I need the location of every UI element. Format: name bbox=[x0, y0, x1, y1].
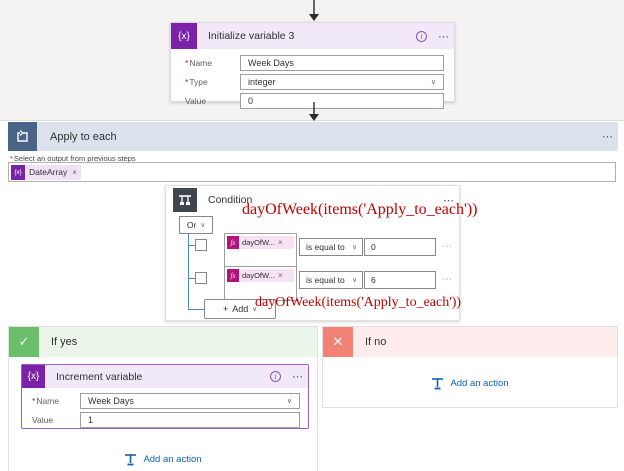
chevron-down-icon: ∨ bbox=[352, 277, 357, 284]
remove-token-icon[interactable]: × bbox=[277, 271, 283, 280]
value-input[interactable]: 1 bbox=[80, 412, 300, 428]
name-label: *Name bbox=[185, 58, 212, 68]
increment-variable-header[interactable]: {x} Increment variable i ⋯ bbox=[22, 365, 308, 388]
fx-icon: fx bbox=[227, 269, 239, 282]
chevron-down-icon: ∨ bbox=[252, 306, 258, 313]
check-icon: ✓ bbox=[9, 327, 39, 357]
initialize-variable-header[interactable]: {x} Initialize variable 3 i ⋯ bbox=[171, 23, 454, 49]
apply-to-each-header[interactable]: Apply to each ⋯ bbox=[8, 122, 618, 151]
condition-row-checkbox[interactable] bbox=[195, 239, 207, 251]
connector-arrow-down-icon bbox=[309, 0, 319, 21]
operator-select[interactable]: is equal to∨ bbox=[299, 238, 363, 256]
condition-row-operand-box[interactable]: fx dayOfW... × bbox=[224, 266, 297, 301]
select-output-label: *Select an output from previous steps bbox=[10, 154, 136, 163]
tree-stub bbox=[188, 278, 195, 279]
add-action-icon bbox=[432, 378, 444, 390]
info-icon[interactable]: i bbox=[416, 30, 427, 42]
remove-token-icon[interactable]: × bbox=[277, 238, 283, 247]
if-yes-branch: ✓ If yes {x} Increment variable i ⋯ *Nam… bbox=[8, 326, 318, 471]
name-input[interactable]: Week Days bbox=[240, 55, 444, 71]
variable-icon: {x} bbox=[22, 365, 45, 388]
condition-card[interactable]: Condition ⋯ Or∨ fx dayOfW... × is equal … bbox=[165, 185, 460, 321]
menu-ellipsis-icon[interactable]: ⋯ bbox=[443, 194, 455, 207]
card-title: Initialize variable 3 bbox=[208, 30, 295, 42]
value-field-row: Value 1 bbox=[32, 412, 300, 428]
condition-row-operand-box[interactable]: fx dayOfW... × bbox=[224, 233, 297, 268]
card-title: Condition bbox=[208, 194, 253, 206]
comparison-value-input[interactable]: 6 bbox=[364, 271, 436, 289]
condition-row-checkbox[interactable] bbox=[195, 272, 207, 284]
token-label: dayOfW... bbox=[242, 238, 275, 247]
value-field-row: Value 0 bbox=[185, 93, 444, 109]
menu-ellipsis-icon[interactable]: ⋯ bbox=[602, 131, 614, 143]
increment-variable-card[interactable]: {x} Increment variable i ⋯ *Name Week Da… bbox=[21, 364, 309, 429]
if-yes-header[interactable]: ✓ If yes bbox=[9, 327, 317, 357]
formula-annotation-top: dayOfWeek(items('Apply_to_each')) bbox=[242, 201, 478, 218]
chevron-down-icon: ∨ bbox=[200, 222, 206, 229]
type-select[interactable]: integer∨ bbox=[240, 74, 444, 90]
apply-to-each-loop-icon bbox=[8, 122, 37, 151]
increment-variable-body: *Name Week Days∨ Value 1 bbox=[22, 388, 308, 433]
expression-token[interactable]: fx dayOfW... × bbox=[227, 269, 294, 282]
chevron-down-icon: ∨ bbox=[286, 398, 292, 405]
token-label: dayOfW... bbox=[242, 271, 275, 280]
formula-annotation-bottom: dayOfWeek(items('Apply_to_each')) bbox=[255, 295, 462, 310]
condition-tree-line bbox=[188, 234, 189, 309]
branch-title: If no bbox=[365, 336, 387, 348]
if-no-branch: ✕ If no Add an action bbox=[322, 326, 618, 408]
name-field-row: *Name Week Days∨ bbox=[32, 393, 300, 409]
row-menu-ellipsis-icon[interactable]: ⋯ bbox=[442, 241, 453, 252]
initialize-variable-body: *Name Week Days *Type integer∨ Value 0 bbox=[171, 49, 454, 116]
tree-stub bbox=[188, 309, 204, 310]
row-menu-ellipsis-icon[interactable]: ⋯ bbox=[442, 274, 453, 285]
token-label: DateArray bbox=[29, 167, 68, 177]
menu-ellipsis-icon[interactable]: ⋯ bbox=[438, 30, 450, 43]
tree-stub bbox=[188, 245, 195, 246]
variable-icon: {x} bbox=[171, 23, 197, 49]
info-icon[interactable]: i bbox=[270, 371, 281, 382]
add-condition-button[interactable]: +Add∨ bbox=[204, 299, 276, 319]
chevron-down-icon: ∨ bbox=[430, 79, 436, 86]
fx-icon: fx bbox=[227, 236, 239, 249]
scope-title: Apply to each bbox=[50, 130, 117, 143]
name-field-row: *Name Week Days bbox=[185, 55, 444, 71]
add-action-label: Add an action bbox=[450, 378, 509, 389]
type-label: *Type bbox=[185, 77, 208, 87]
branch-title: If yes bbox=[51, 336, 78, 348]
value-input[interactable]: 0 bbox=[240, 93, 444, 109]
condition-icon bbox=[173, 188, 197, 212]
add-action-label: Add an action bbox=[143, 454, 202, 465]
if-no-header[interactable]: ✕ If no bbox=[323, 327, 617, 357]
type-field-row: *Type integer∨ bbox=[185, 74, 444, 90]
name-select[interactable]: Week Days∨ bbox=[80, 393, 300, 409]
card-title: Increment variable bbox=[56, 370, 143, 383]
connector-arrow-down-icon bbox=[309, 102, 319, 121]
cross-icon: ✕ bbox=[323, 327, 353, 357]
remove-token-icon[interactable]: × bbox=[72, 167, 77, 177]
operator-select[interactable]: is equal to∨ bbox=[299, 271, 363, 289]
menu-ellipsis-icon[interactable]: ⋯ bbox=[292, 371, 304, 383]
initialize-variable-card[interactable]: {x} Initialize variable 3 i ⋯ *Name Week… bbox=[170, 22, 455, 109]
condition-header[interactable]: Condition ⋯ bbox=[166, 186, 459, 214]
name-label: *Name bbox=[32, 396, 59, 406]
comparison-value-input[interactable]: 0 bbox=[364, 238, 436, 256]
add-an-action-button[interactable]: Add an action bbox=[9, 453, 317, 466]
chevron-down-icon: ∨ bbox=[352, 244, 357, 251]
add-action-icon bbox=[125, 454, 137, 466]
condition-operator-select[interactable]: Or∨ bbox=[179, 216, 213, 234]
expression-token[interactable]: fx dayOfW... × bbox=[227, 236, 294, 249]
datearray-token[interactable]: {x} DateArray × bbox=[11, 164, 81, 180]
output-input[interactable]: {x} DateArray × bbox=[8, 162, 616, 182]
value-label: Value bbox=[185, 96, 207, 106]
variable-token-icon: {x} bbox=[11, 164, 25, 180]
value-label: Value bbox=[32, 415, 54, 425]
add-an-action-button[interactable]: Add an action bbox=[323, 377, 617, 390]
